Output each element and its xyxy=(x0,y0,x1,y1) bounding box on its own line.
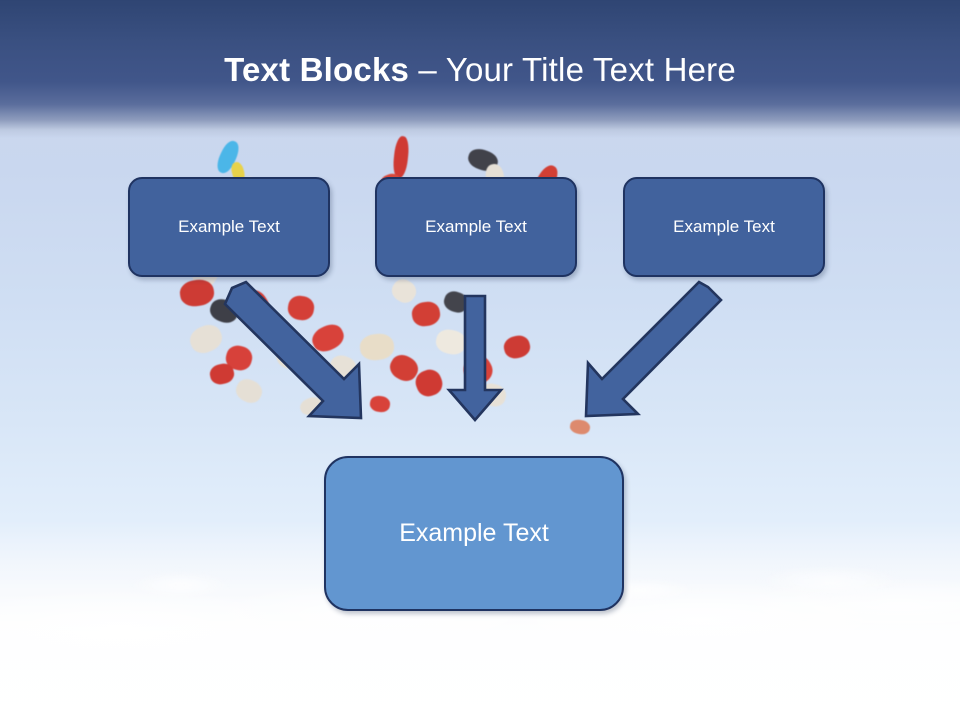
text-block-1-label: Example Text xyxy=(178,217,280,236)
text-block-3-label: Example Text xyxy=(673,217,775,236)
arrow-down-right-icon xyxy=(223,280,363,420)
arrow-down-left-icon xyxy=(584,280,723,418)
text-block-result[interactable]: Example Text xyxy=(324,456,624,611)
text-block-2-label: Example Text xyxy=(425,217,527,236)
title-bold-part: Text Blocks xyxy=(224,51,410,88)
text-block-result-label: Example Text xyxy=(399,519,549,547)
arrow-down-icon xyxy=(446,294,504,422)
title-regular-part: Your Title Text Here xyxy=(445,51,736,88)
page-title: Text Blocks – Your Title Text Here xyxy=(0,50,960,90)
text-block-2[interactable]: Example Text xyxy=(375,177,577,277)
text-block-1[interactable]: Example Text xyxy=(128,177,330,277)
title-band xyxy=(0,0,960,138)
text-block-3[interactable]: Example Text xyxy=(623,177,825,277)
title-separator: – xyxy=(409,51,446,88)
